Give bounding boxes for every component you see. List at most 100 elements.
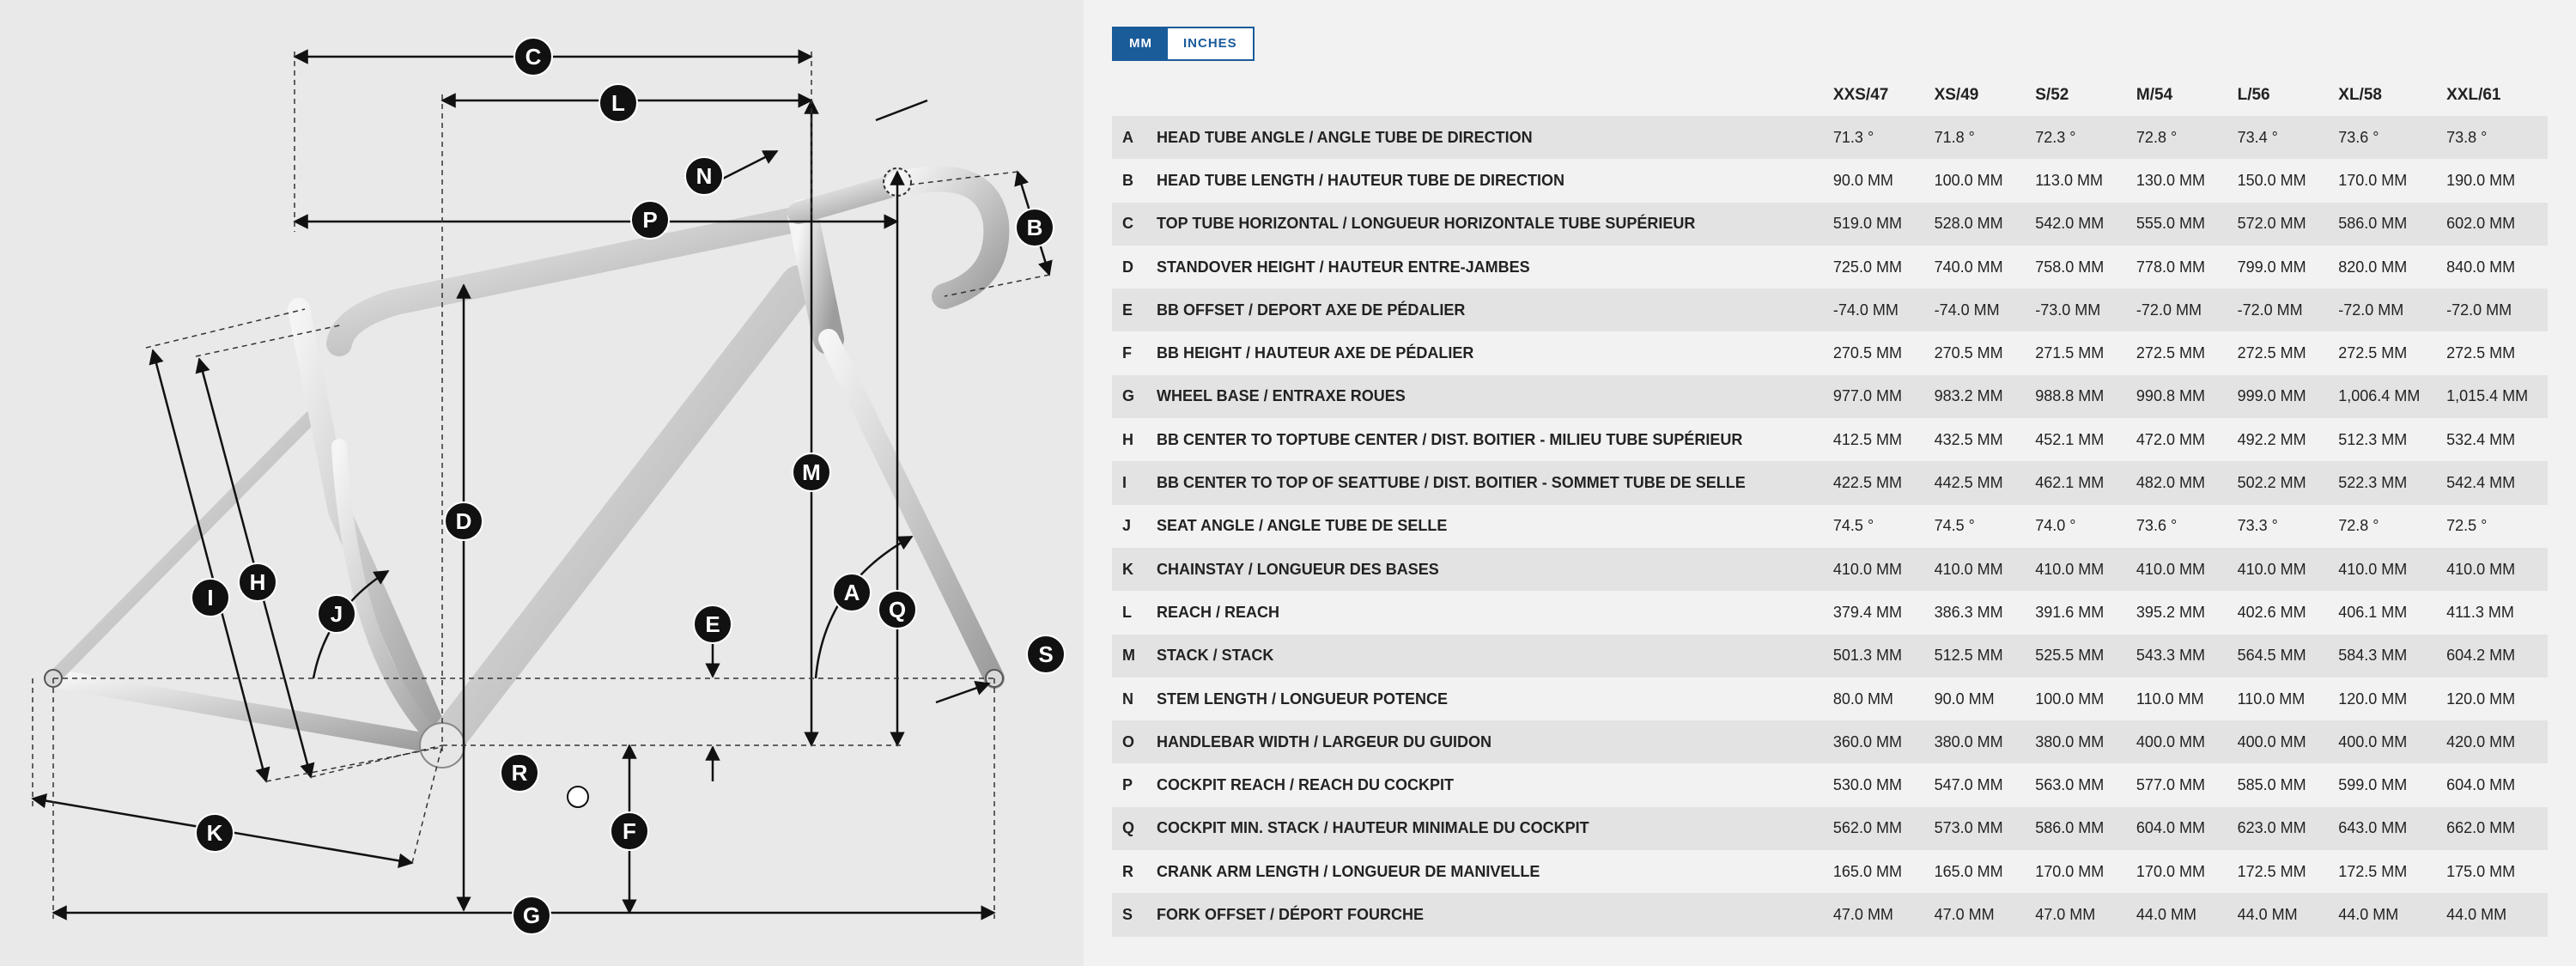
row-value: 360.0 MM [1826, 720, 1928, 764]
marker-circle [684, 156, 724, 196]
table-header-row: XXS/47 XS/49 S/52 M/54 L/56 XL/58 XXL/61 [1112, 75, 2548, 116]
row-value: 577.0 MM [2129, 763, 2231, 807]
reference-lines [32, 52, 1050, 919]
unit-inches-button[interactable]: INCHES [1168, 28, 1253, 59]
row-value: 150.0 MM [2230, 159, 2332, 203]
row-letter: S [1112, 893, 1150, 937]
marker-circle [792, 453, 831, 492]
row-value: 402.6 MM [2230, 591, 2332, 635]
row-measure-name: TOP TUBE HORIZONTAL / LONGUEUR HORIZONTA… [1150, 202, 1826, 246]
row-letter: L [1112, 591, 1150, 635]
row-value: 391.6 MM [2028, 591, 2129, 635]
header-size-l56: L/56 [2237, 86, 2270, 104]
marker-m: M [792, 453, 831, 492]
row-value: 586.0 MM [2331, 202, 2440, 246]
row-value: 501.3 MM [1826, 634, 1928, 677]
row-value: 502.2 MM [2230, 461, 2332, 505]
row-value: 90.0 MM [1927, 677, 2029, 721]
row-measure-name: HEAD TUBE LENGTH / HAUTEUR TUBE DE DIREC… [1150, 159, 1826, 203]
row-value: 73.6 ° [2129, 504, 2231, 548]
marker-circle [693, 605, 732, 644]
row-value: 492.2 MM [2230, 418, 2332, 462]
row-value: 530.0 MM [1826, 763, 1928, 807]
marker-letter: R [512, 760, 528, 786]
row-value: 604.0 MM [2439, 763, 2548, 807]
geometry-table: XXS/47 XS/49 S/52 M/54 L/56 XL/58 XXL/61… [1112, 75, 2548, 937]
row-value: 165.0 MM [1927, 850, 2029, 894]
marker-circle [195, 813, 234, 853]
marker-r: R [500, 753, 539, 793]
row-value: 412.5 MM [1826, 418, 1928, 462]
row-value: 840.0 MM [2439, 245, 2548, 289]
row-value: 44.0 MM [2331, 893, 2440, 937]
row-value: 564.5 MM [2230, 634, 2332, 677]
header-letter [1112, 75, 1150, 116]
row-letter: G [1112, 374, 1150, 419]
row-value: 522.3 MM [2331, 461, 2440, 505]
marker-circle [444, 501, 483, 541]
marker-circle [513, 37, 553, 76]
row-value: 410.0 MM [2230, 547, 2332, 592]
marker-letter: L [611, 90, 625, 116]
row-letter: A [1112, 116, 1150, 160]
marker-letter: I [207, 585, 213, 611]
row-measure-name: BB OFFSET / DEPORT AXE DE PÉDALIER [1150, 289, 1826, 332]
row-measure-name: HANDLEBAR WIDTH / LARGEUR DU GUIDON [1150, 720, 1826, 764]
row-value: 528.0 MM [1927, 202, 2029, 246]
row-value: 270.5 MM [1927, 331, 2029, 375]
header-measure [1150, 75, 1826, 116]
row-value: 73.6 ° [2331, 116, 2440, 160]
row-measure-name: STEM LENGTH / LONGUEUR POTENCE [1150, 677, 1826, 721]
row-value: -74.0 MM [1826, 289, 1928, 332]
row-value: 410.0 MM [1826, 547, 1928, 592]
row-value: 820.0 MM [2331, 245, 2440, 289]
unit-mm-button[interactable]: MM [1114, 28, 1168, 59]
marker-d: D [444, 501, 483, 541]
dimension-lines [31, 49, 1053, 920]
header-size-xxs47: XXS/47 [1832, 86, 1889, 104]
row-value: 662.0 MM [2439, 806, 2548, 851]
bike-frame [44, 166, 1010, 763]
row-value: 572.0 MM [2230, 202, 2332, 246]
row-value: 604.2 MM [2439, 634, 2548, 677]
row-letter: C [1112, 202, 1150, 246]
marker-letter: M [802, 459, 821, 485]
row-measure-name: STANDOVER HEIGHT / HAUTEUR ENTRE-JAMBES [1150, 245, 1826, 289]
marker-circle [598, 83, 638, 123]
geometry-panel: MM INCHES XXS/47 XS/49 S/52 M/54 L/56 XL… [1084, 0, 2576, 966]
marker-letter: S [1038, 641, 1053, 667]
row-value: 462.1 MM [2028, 461, 2129, 505]
row-value: 542.0 MM [2028, 202, 2129, 246]
row-value: 100.0 MM [1927, 159, 2029, 203]
row-value: 400.0 MM [2230, 720, 2332, 764]
marker-circle [238, 562, 277, 602]
marker-letter: C [526, 44, 542, 70]
row-value: 586.0 MM [2028, 806, 2129, 851]
row-value: 410.0 MM [2129, 547, 2231, 592]
header-size-xxl61: XXL/61 [2446, 86, 2501, 104]
marker-circle [500, 753, 539, 793]
marker-letter: K [207, 820, 223, 846]
marker-l: L [598, 83, 638, 123]
marker-letter: D [456, 508, 472, 534]
row-value: 44.0 MM [2129, 893, 2231, 937]
row-value: 406.1 MM [2331, 591, 2440, 635]
row-value: -74.0 MM [1927, 289, 2029, 332]
marker-circle [1026, 635, 1066, 674]
row-value: 170.0 MM [2331, 159, 2440, 203]
row-value: -72.0 MM [2439, 289, 2548, 332]
marker-b: B [1015, 208, 1054, 247]
row-value: 643.0 MM [2331, 806, 2440, 851]
row-letter: I [1112, 461, 1150, 505]
